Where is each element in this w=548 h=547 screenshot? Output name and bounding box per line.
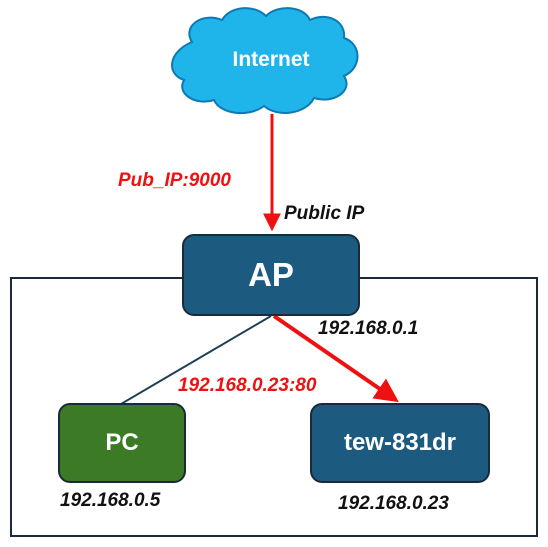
internet-label: Internet: [232, 48, 310, 71]
ap-router-arrow: [272, 314, 399, 403]
ap-node: AP: [182, 234, 360, 316]
forward-target-label: 192.168.0.23:80: [178, 375, 317, 396]
ap-lan-ip-label: 192.168.0.1: [318, 318, 419, 339]
ap-label: AP: [248, 256, 294, 293]
pc-ap-link: [120, 315, 272, 405]
router-label: tew-831dr: [343, 429, 457, 456]
pc-node: PC: [58, 403, 186, 483]
pc-label: PC: [105, 429, 139, 456]
pub-ip-port-label: Pub_IP:9000: [118, 170, 231, 191]
internet-cloud-label: Internet: [196, 42, 346, 78]
public-ip-label: Public IP: [284, 203, 365, 224]
pc-ip-label: 192.168.0.5: [60, 490, 161, 511]
router-node: tew-831dr: [310, 403, 490, 483]
router-ip-label: 192.168.0.23: [338, 493, 449, 514]
cloud-shape: [171, 7, 359, 115]
